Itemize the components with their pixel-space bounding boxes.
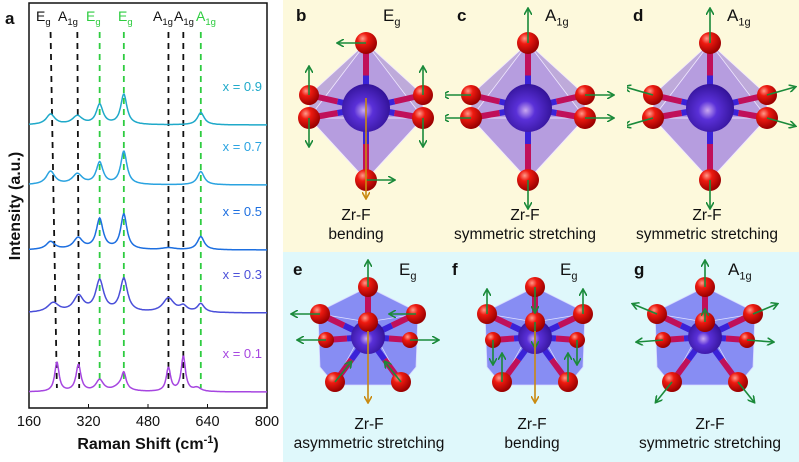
peak-assignment-label: Eg: [86, 8, 101, 28]
panel-label-f: f: [452, 260, 458, 279]
zrf6-octahedron-bending-diagram: [298, 32, 434, 252]
displacement-arrow-icon: [752, 304, 777, 315]
x-tick-label: 480: [136, 414, 160, 430]
spectrum-line: [29, 213, 267, 251]
zrf7-pentagonal-bipyramid-bending-diagram: [477, 277, 593, 462]
spectra-series: [28, 93, 267, 393]
x-axis-label: Raman Shift (cm-1): [77, 434, 218, 453]
mode-symmetry-label: Eg: [399, 260, 417, 283]
zirconium-atom: [688, 320, 722, 354]
spectrum-line: [29, 277, 267, 314]
x-tick-label: 160: [17, 414, 41, 430]
displacement-arrow-icon: [385, 362, 402, 383]
panel-label-e: e: [293, 260, 303, 279]
series-label: x = 0.9: [223, 79, 262, 94]
displacement-arrow-icon: [737, 381, 754, 402]
reference-lines: [49, 31, 202, 389]
mode-symmetry-label: A1g: [727, 6, 751, 29]
spectrum-line: [29, 355, 267, 393]
mode-symmetry-label: Eg: [560, 260, 578, 283]
series-labels: x = 0.9 x = 0.7 x = 0.5 x = 0.3 x = 0.1: [223, 79, 262, 361]
fluorine-atom: [358, 312, 378, 332]
zrf6-octahedron-symmetric-stretch-diagram: [627, 0, 799, 252]
x-tick-label: 320: [76, 414, 100, 430]
displacement-arrow-icon: [746, 340, 773, 342]
displacement-arrow-icon: [637, 340, 664, 342]
zrf7-pentagonal-bipyramid-asymmetric-stretch-diagram: [283, 252, 455, 462]
displacement-arrow-icon: [334, 362, 351, 383]
peak-assignment-label: A1g: [58, 8, 78, 28]
zrf7-pentagonal-bipyramid-symmetric-stretch-diagram: [620, 252, 792, 462]
mode-symmetry-label: A1g: [545, 6, 569, 29]
peak-assignment-label: A1g: [153, 8, 173, 28]
displacement-arrow-icon: [766, 87, 795, 96]
x-tick-label: 800: [255, 414, 279, 430]
peak-assignment-label: Eg: [36, 8, 51, 28]
series-label: x = 0.5: [223, 204, 262, 219]
x-tick-label: 640: [195, 414, 219, 430]
displacement-arrow-icon: [627, 117, 654, 126]
mode-symmetry-label: Eg: [383, 6, 401, 29]
panel-label-g: g: [634, 260, 645, 279]
displacement-arrow-icon: [656, 381, 673, 402]
zirconium-atom: [504, 84, 552, 132]
reference-line: [49, 31, 58, 389]
peak-assignment-label: A1g: [196, 8, 216, 28]
zrf6-octahedron-symmetric-stretch-diagram: [445, 0, 617, 252]
panel-label-c: c: [457, 6, 467, 25]
y-axis-label: Intensity (a.u.): [7, 152, 24, 260]
series-label: x = 0.7: [223, 139, 262, 154]
x-axis-ticks: 160 320 480 640 800: [17, 404, 279, 430]
spectrum-line: [28, 93, 267, 126]
zirconium-atom: [686, 84, 734, 132]
peak-assignment-label: Eg: [118, 8, 133, 28]
displacement-arrow-icon: [766, 117, 795, 126]
reference-line: [76, 31, 81, 389]
displacement-arrow-icon: [633, 304, 658, 315]
series-label: x = 0.1: [223, 346, 262, 361]
series-label: x = 0.3: [223, 267, 262, 282]
mode-symmetry-label: A1g: [728, 260, 752, 283]
panel-label-b: b: [296, 6, 307, 25]
spectrum-line: [28, 150, 267, 186]
panel-label-a: a: [5, 9, 15, 28]
displacement-arrow-icon: [627, 87, 654, 96]
peak-assignment-label: A1g: [174, 8, 194, 28]
panel-label-d: d: [633, 6, 644, 25]
